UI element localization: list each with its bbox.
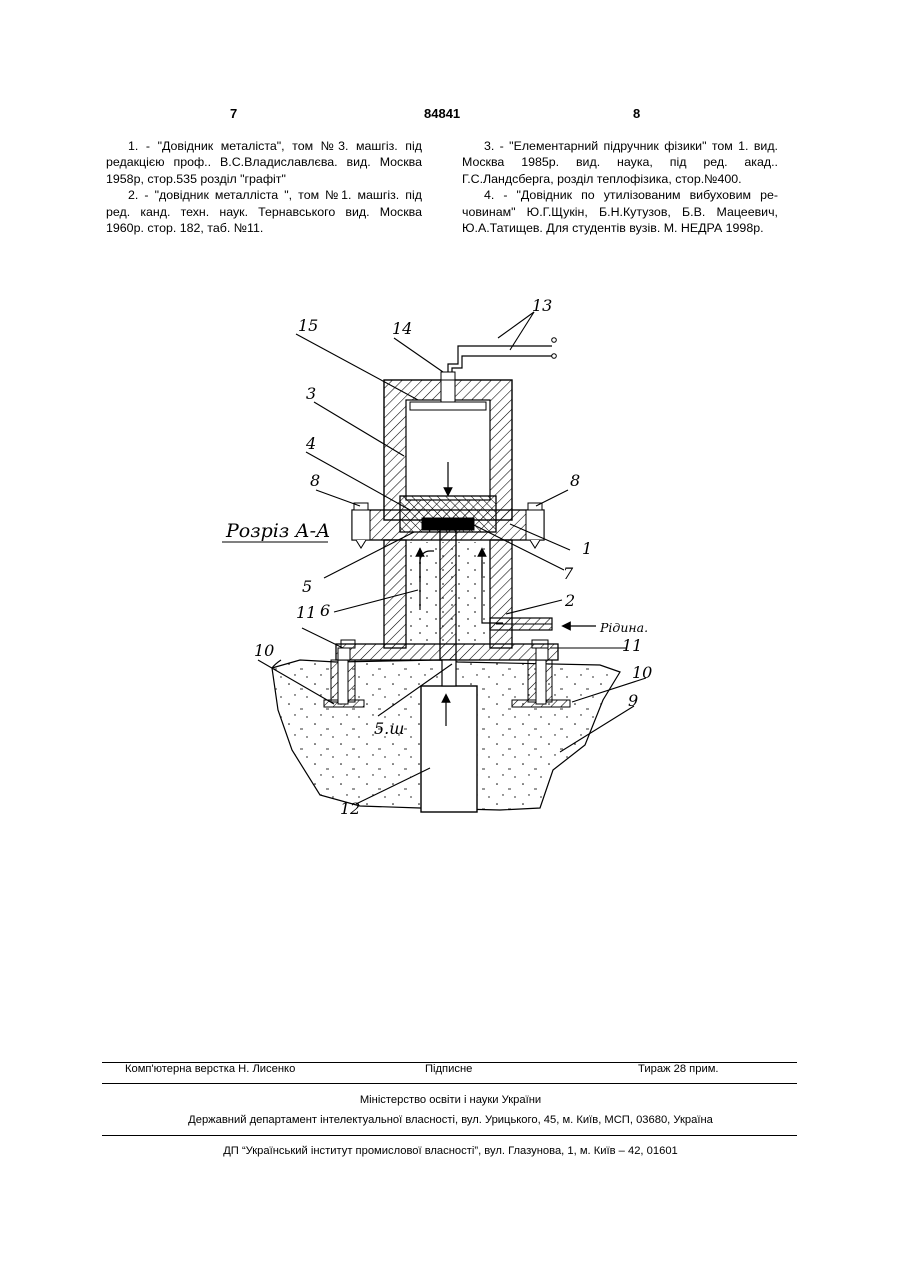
callout-label: 15 bbox=[298, 316, 318, 335]
callout-label: 12 bbox=[340, 799, 360, 818]
institute-line: ДП “Український інститут промислової вла… bbox=[0, 1145, 901, 1157]
section-label: Розріз А-А bbox=[225, 520, 330, 542]
department-line: Державний департамент інтелектуальної вл… bbox=[0, 1114, 901, 1126]
callout-label: 6 bbox=[320, 601, 330, 620]
circulation: Тираж 28 прим. bbox=[638, 1063, 719, 1075]
rod-12 bbox=[421, 686, 477, 812]
callout-label: 11 bbox=[296, 603, 316, 622]
piston-stem bbox=[440, 530, 456, 660]
lower-wall-right bbox=[490, 540, 512, 648]
callout-label: 14 bbox=[392, 319, 412, 338]
callout-label: 9 bbox=[628, 691, 638, 710]
signed-note: Підписне bbox=[425, 1063, 472, 1075]
callout-label: 3 bbox=[306, 384, 316, 403]
callout-label: 5.ш bbox=[374, 719, 404, 738]
callout-label: 5 bbox=[302, 577, 312, 596]
callout-label: 10 bbox=[632, 663, 652, 682]
callout-label: 7 bbox=[563, 564, 574, 583]
callout-label: 8 bbox=[570, 471, 580, 490]
ministry-line: Міністерство освіти і науки України bbox=[0, 1094, 901, 1106]
imprint-rule-middle bbox=[102, 1083, 797, 1084]
layout-credit: Комп'ютерна верстка Н. Лисенко bbox=[125, 1063, 295, 1075]
callout-label: 4 bbox=[305, 434, 316, 453]
callout-label: 2 bbox=[564, 591, 575, 610]
callout-label: 10 bbox=[254, 641, 274, 660]
callout-label: 13 bbox=[532, 296, 552, 315]
callout-label: 8 bbox=[310, 471, 320, 490]
liquid-label: Рідина. bbox=[599, 620, 648, 635]
callout-label: 1 bbox=[582, 539, 592, 558]
callout-label: 11 bbox=[622, 636, 642, 655]
imprint-rule-bottom bbox=[102, 1135, 797, 1136]
